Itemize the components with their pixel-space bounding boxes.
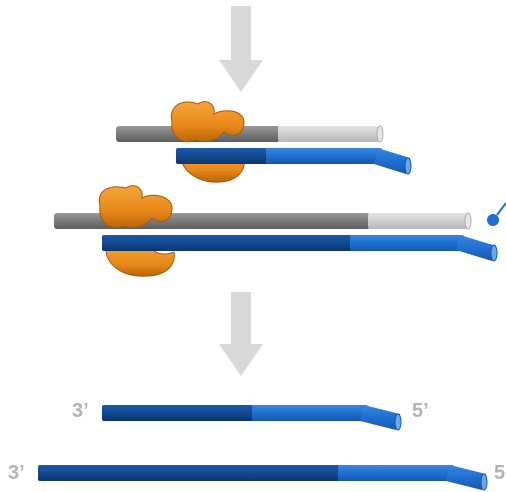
new-strand-upper	[176, 148, 412, 175]
new-strand-lower	[102, 235, 498, 262]
enzyme-upper-lobe-lower	[98, 185, 173, 229]
product-2-left-end-label: 3’	[8, 462, 25, 484]
bead-icon	[487, 202, 506, 226]
complex-upper	[116, 101, 412, 183]
product-1-right-end-label: 5’	[412, 400, 429, 422]
enzyme-lower-lobe-lower	[105, 245, 175, 277]
process-arrow-middle	[219, 292, 263, 376]
enzyme-upper-lobe-upper	[170, 101, 245, 143]
complex-lower	[54, 185, 506, 277]
product-strand-1: 3’ 5’	[72, 400, 429, 431]
process-arrow-top	[219, 6, 263, 92]
product-strand-2: 3’ 5	[8, 462, 505, 491]
product-1-left-end-label: 3’	[72, 400, 89, 422]
product-2-right-end-label: 5	[494, 462, 505, 484]
template-strand-upper	[116, 125, 384, 143]
